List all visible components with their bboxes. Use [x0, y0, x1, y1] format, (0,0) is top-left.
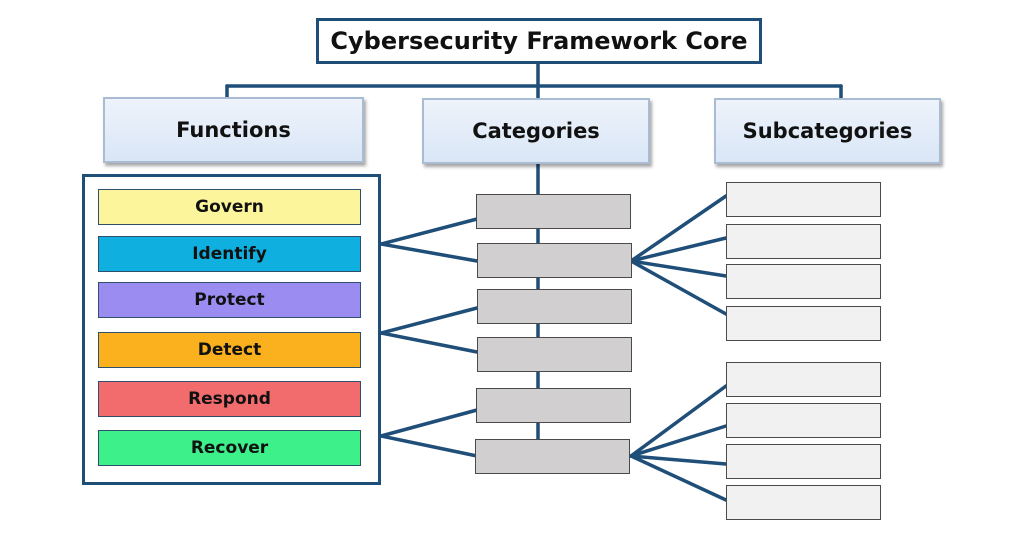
subcategory-box [726, 306, 881, 341]
function-detect: Detect [98, 332, 361, 368]
sub-link-2 [629, 236, 728, 263]
subcategory-box [726, 182, 881, 217]
category-box [475, 439, 630, 474]
category-box [476, 388, 631, 423]
subcategories-header: Subcategories [714, 98, 941, 164]
function-govern: Govern [98, 189, 361, 225]
sub-link-5 [629, 384, 728, 458]
function-identify: Identify [98, 236, 361, 272]
protect-link-a [379, 306, 479, 335]
sub-link-4 [629, 259, 728, 316]
subcategory-box [726, 403, 881, 438]
category-box [477, 243, 632, 278]
function-respond: Respond [98, 381, 361, 417]
identify-link-a [379, 217, 479, 246]
categories-header: Categories [422, 98, 650, 164]
recover-link-a [379, 408, 479, 438]
sub-link-3 [629, 259, 728, 278]
recover-link-b [379, 434, 479, 458]
category-box [477, 337, 632, 372]
sub-link-8 [629, 454, 728, 502]
category-box [476, 194, 631, 229]
category-box [477, 289, 632, 324]
subcategory-box [726, 224, 881, 259]
functions-header: Functions [103, 97, 364, 163]
function-recover: Recover [98, 430, 361, 466]
subcategory-box [726, 264, 881, 299]
subcategory-box [726, 444, 881, 479]
sub-link-6 [629, 424, 728, 458]
function-protect: Protect [98, 282, 361, 318]
protect-link-b [379, 331, 479, 354]
identify-link-b [379, 242, 479, 263]
framework-title: Cybersecurity Framework Core [316, 18, 762, 64]
sub-link-1 [629, 194, 728, 263]
subcategory-box [726, 485, 881, 520]
subcategory-box [726, 362, 881, 397]
sub-link-7 [629, 454, 728, 466]
